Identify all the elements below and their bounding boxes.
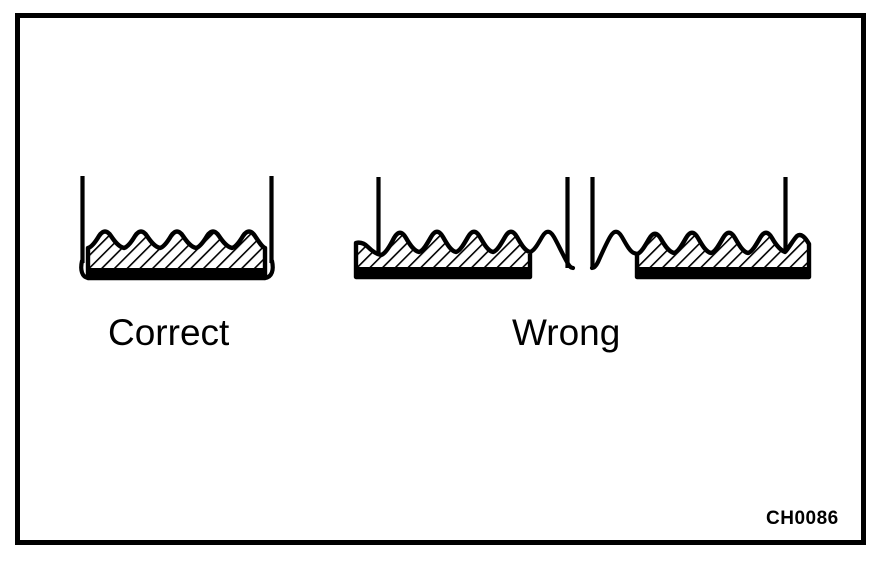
rack-free-profile-wrong-left [527,229,576,271]
rack-base-correct [88,268,265,278]
rack-outline-wrong-right [634,230,812,280]
panel-wrong-right: Wrong [512,177,812,353]
rack-outline-correct [85,229,268,281]
label-correct: Correct [108,312,230,353]
panel-wrong-left [353,177,576,280]
rack-base-wrong-right [637,267,809,277]
label-wrong: Wrong [512,312,620,353]
rack-outline-wrong-left [353,229,533,280]
figure-code: CH0086 [766,508,839,529]
rack-free-profile-wrong-right [589,229,640,271]
panel-correct: Correct [79,176,275,353]
figure-border [15,13,866,545]
rack-base-wrong-left [356,267,530,277]
